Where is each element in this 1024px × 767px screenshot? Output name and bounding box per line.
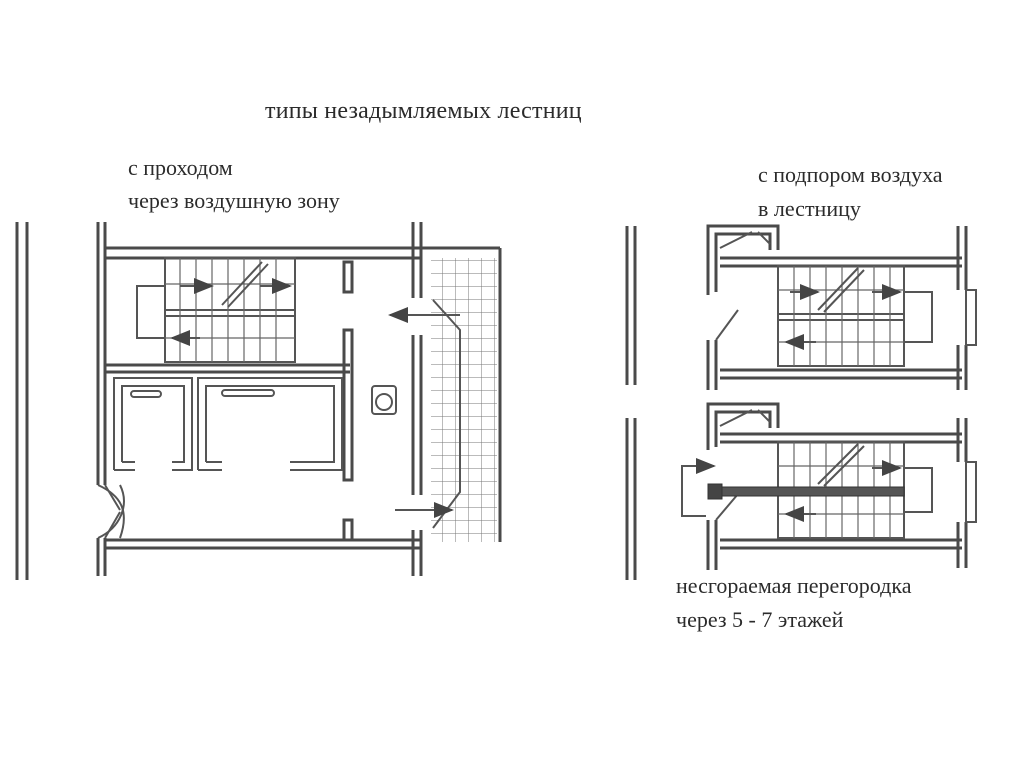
fireproof-partition: [707, 486, 905, 497]
left-walls: [96, 222, 423, 576]
upper-floor-plan: [706, 224, 977, 390]
left-elevators: [113, 377, 343, 471]
air-supply-arrow: [681, 458, 716, 517]
partition-note-line2: через 5 - 7 этажей: [676, 607, 844, 632]
right-caption-line1: с подпором воздуха: [758, 162, 943, 187]
lower-floor-plan: [681, 402, 977, 570]
left-plan: [15, 222, 502, 580]
diagram-title: типы незадымляемых лестниц: [265, 98, 582, 124]
left-stair: [136, 257, 296, 363]
right-plans: [625, 224, 977, 580]
left-fixture: [371, 385, 397, 415]
left-caption-line2: через воздушную зону: [128, 188, 340, 213]
left-entrance-door: [97, 484, 125, 539]
right-caption-line2: в лестницу: [758, 196, 861, 221]
left-air-zone: [388, 246, 502, 542]
left-caption-line1: с проходом: [128, 155, 233, 180]
partition-note-line1: несгораемая перегородка: [676, 573, 912, 598]
